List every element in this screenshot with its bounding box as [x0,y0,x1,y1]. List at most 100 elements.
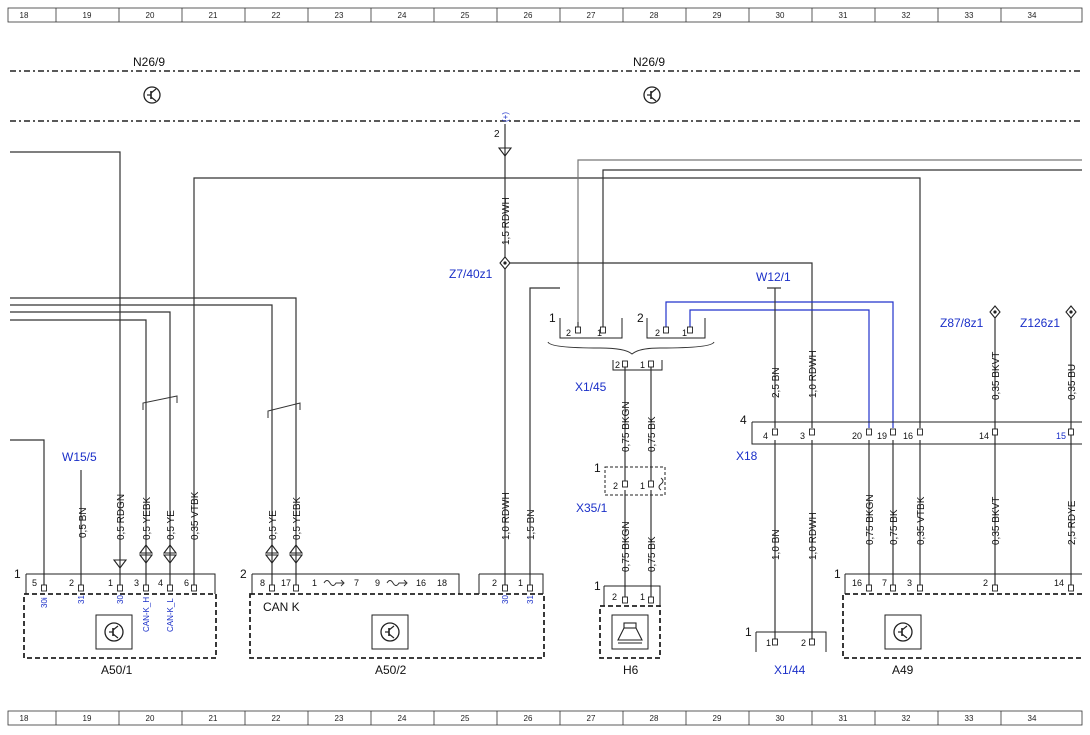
grid-number: 18 [20,11,29,20]
pin-contact [648,360,654,368]
a49-pin-14: 14 [1054,578,1064,588]
grid-number: 24 [398,714,407,723]
a50-1-pin-1: 1 [108,578,113,588]
pin-contact [293,584,299,592]
pin-contact [622,360,628,368]
a49-conn-number: 1 [834,567,841,581]
wire-label-ye-05-a: 0,5 YE [166,510,177,540]
splice-diamond-icon [989,305,1077,319]
grid-number: 31 [839,714,848,723]
pin-contact [772,428,778,436]
pin-contact [890,584,896,592]
grid-number: 27 [587,714,596,723]
wire-label-bkvt-035-top: 0,35 BKVT [991,352,1002,400]
ground-triangle-icon [138,544,304,564]
pin-contact [117,584,123,592]
plug-2-pin-2: 2 [655,328,660,338]
wire-label-bkgn-075-a: 0,75 BKGN [621,401,632,452]
x1-45-pin-1: 1 [640,360,645,370]
a50-1-pin-5: 5 [32,578,37,588]
grid-number: 34 [1028,714,1037,723]
a50-1-signal-can-l: CAN-K_L [166,598,175,632]
grid-number: 25 [461,714,470,723]
transistor-icon [95,614,133,650]
wire-label-yebk-05-b: 0,5 YEBK [292,496,303,540]
a50-1-signal-31: 31 [77,595,86,604]
pin-contact [809,638,815,646]
can-k-label: CAN K [263,600,300,614]
x1-44-label: X1/44 [774,663,806,677]
pin-contact [269,584,275,592]
h6-pin-1: 1 [640,592,645,602]
a50-1-signal-can-h: CAN-K_H [142,597,151,632]
wire-label-rdwh-10-x144: 1,0 RDWH [808,512,819,560]
pin-contact [772,638,778,646]
grid-number: 29 [713,11,722,20]
transistor-icon [884,614,922,650]
pin-contact [1068,428,1074,436]
grid-number: 33 [965,714,974,723]
a50-1-pin-2: 2 [69,578,74,588]
a50-2-pin-1: 1 [312,578,317,588]
plug-1-pin-1: 1 [597,328,602,338]
w12-1-label: W12/1 [756,270,791,284]
a50-2-pin-18: 18 [437,578,447,588]
a50-2-pin-r1: 1 [518,578,523,588]
grid-number: 22 [272,11,281,20]
a50-1-pin-4: 4 [158,578,163,588]
pin-contact [622,480,628,488]
plug-1-pin-2: 2 [566,328,571,338]
a50-2-pin-9: 9 [375,578,380,588]
a49-pin-2: 2 [983,578,988,588]
grid-number: 34 [1028,11,1037,20]
x1-44-conn-number: 1 [745,625,752,639]
x35-1-pin-2: 2 [613,481,618,491]
a50-2-pin-8: 8 [260,578,265,588]
x35-1-label: X35/1 [576,501,608,515]
a49-pin-3: 3 [907,578,912,588]
z87-8z1-label: Z87/8z1 [940,316,984,330]
a50-2-conn-number: 2 [240,567,247,581]
wire-label-yebk-05-a: 0,5 YEBK [142,496,153,540]
grid-number: 19 [83,11,92,20]
pin-contact [648,596,654,604]
wire-label-bk-075-a: 0,75 BK [647,416,658,452]
wire-label-bu-035: 0,35 BU [1067,364,1078,400]
a50-1-pin-6: 6 [184,578,189,588]
h6-conn-number: 1 [594,579,601,593]
grid-number: 21 [209,11,218,20]
grid-number: 23 [335,11,344,20]
x18-pin-20: 20 [852,431,862,441]
wire-label-bk-075-c: 0,75 BK [889,509,900,545]
wire-label-bn-10: 1,0 BN [771,529,782,560]
grid-number: 20 [146,11,155,20]
ground-triangle-icon [112,559,128,569]
pin-contact [143,584,149,592]
n26-9-right-label: N26/9 [633,55,665,69]
transistor-icon [371,614,409,650]
transistor-icon [143,86,161,104]
grid-number: 18 [20,714,29,723]
x18-pin-15: 15 [1056,431,1066,441]
pin-contact [809,428,815,436]
wire-label-bk-075-b: 0,75 BK [647,536,658,572]
wire-label-rdwh-10-z7: 1,0 RDWH [501,492,512,540]
pin-contact [41,584,47,592]
pin-contact [992,428,998,436]
pin-contact [502,584,508,592]
pin-contact [1068,584,1074,592]
a49-label: A49 [892,663,914,677]
x18-pin-4: 4 [763,431,768,441]
x18-pin-3: 3 [800,431,805,441]
a50-1-signal-30: 30 [116,595,125,604]
wire-label-bkgn-075-b: 0,75 BKGN [621,521,632,572]
plug-2-pin-1: 1 [682,328,687,338]
wire-label-vtbk-035-b: 0,35 VTBK [916,496,927,545]
wire-label-rdwh-15: 1,5 RDWH [501,197,512,245]
a50-2-pin-7: 7 [354,578,359,588]
grid-number: 23 [335,714,344,723]
a50-1-label: A50/1 [101,663,133,677]
grid-number: 19 [83,714,92,723]
